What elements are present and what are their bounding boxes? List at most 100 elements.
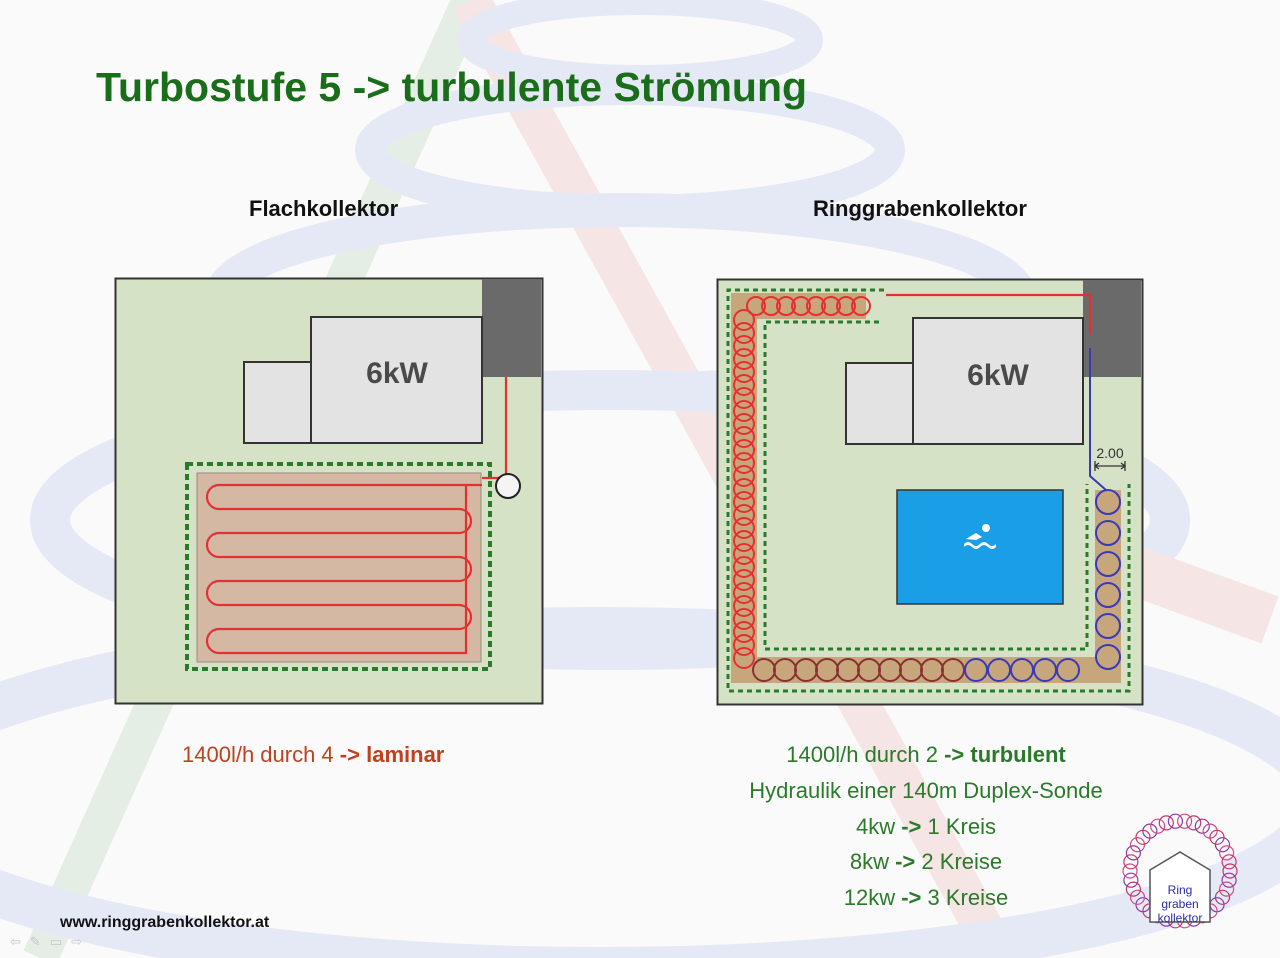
collector-coil: [776, 296, 796, 316]
logo-coil: [1150, 818, 1166, 834]
logo-text-graben: graben: [1161, 897, 1198, 911]
wall-block: [482, 279, 541, 377]
collector-coil: [1095, 644, 1121, 670]
logo-coil: [1123, 872, 1139, 888]
collector-coil: [733, 309, 755, 331]
collector-coil: [733, 569, 755, 591]
collector-coil: [733, 647, 755, 669]
kreise-line-3: 12kw -> 3 Kreise: [700, 885, 1152, 911]
nav-next-icon[interactable]: ⇨: [71, 934, 92, 949]
collector-coil: [806, 296, 826, 316]
left-caption: 1400l/h durch 4 -> laminar: [182, 742, 444, 768]
house-main: [310, 316, 483, 444]
hedge-inner: [763, 320, 1089, 651]
house-annex: [243, 361, 313, 444]
dimension-arrow: [1093, 461, 1127, 471]
right-caption-text: 1400l/h durch 2: [786, 742, 938, 767]
logo-coil: [1122, 863, 1138, 879]
ringgrabenkollektor-diagram: 6kW 2.00: [716, 278, 1144, 706]
logo-coil: [1194, 818, 1210, 834]
collector-coil: [1095, 613, 1121, 639]
logo-coil: [1125, 845, 1141, 861]
collector-coil: [733, 504, 755, 526]
collector-coil: [733, 348, 755, 370]
logo-coil: [1158, 815, 1174, 831]
collector-coil: [761, 296, 781, 316]
logo-coil: [1221, 854, 1237, 870]
swimmer-icon: [964, 524, 996, 549]
collector-coil: [733, 478, 755, 500]
power-label-right: 6kW: [967, 359, 1029, 392]
flachkollektor-diagram: 6kW: [114, 277, 544, 705]
kreise-line-1: 4kw -> 1 Kreis: [700, 814, 1152, 840]
collector-coil: [851, 296, 871, 316]
kreise-power: 8kw: [849, 849, 889, 874]
power-label-left: 6kW: [366, 357, 428, 390]
kreise-arrow: ->: [901, 885, 922, 910]
kreise-result: 2 Kreise: [921, 849, 1003, 874]
collector-coil: [733, 361, 755, 383]
house-main: [912, 317, 1084, 445]
logo-text-kollektor: kollektor: [1158, 911, 1203, 925]
logo-coil: [1167, 813, 1184, 829]
logo-text-ring: Ring: [1168, 883, 1193, 897]
collector-coil: [733, 543, 755, 565]
collector-coil: [733, 322, 755, 344]
hedge-border: [185, 462, 492, 671]
collector-coil: [746, 296, 766, 316]
collector-coil: [733, 582, 755, 604]
logo-coil: [1222, 863, 1238, 879]
collector-coil: [733, 595, 755, 617]
collector-coil: [1095, 520, 1121, 546]
kreise-power: 4kw: [855, 814, 896, 839]
logo-coil: [1129, 889, 1146, 905]
kreise-power: 12kw: [843, 885, 896, 910]
collector-coil: [821, 296, 841, 316]
logo-coil: [1142, 823, 1158, 839]
kreise-arrow: ->: [895, 849, 916, 874]
logo-coil-ring: [1122, 813, 1238, 929]
house-annex: [845, 362, 915, 445]
collector-coil: [1056, 658, 1080, 682]
manifold-shaft: [495, 473, 521, 499]
trench: [731, 293, 1121, 683]
slide-nav-controls: ⇦✎▭⇨: [10, 934, 91, 950]
collector-coil: [733, 374, 755, 396]
dimension-label: 2.00: [1096, 445, 1123, 461]
pipe-blue-line: [1089, 348, 1107, 491]
collector-coil: [733, 621, 755, 643]
logo-coil: [1125, 881, 1141, 897]
hedge-outer: [726, 288, 1131, 693]
nav-prev-icon[interactable]: ⇦: [10, 934, 30, 949]
right-caption-arrow: ->: [944, 742, 965, 767]
collector-coil: [836, 296, 856, 316]
flachkollektor-heading: Flachkollektor: [249, 196, 399, 221]
slides-icon[interactable]: ▭: [49, 934, 72, 949]
collector-coil: [733, 426, 755, 448]
pen-icon[interactable]: ✎: [29, 934, 50, 949]
logo-coil: [1176, 813, 1193, 829]
collector-coil: [733, 452, 755, 474]
collector-coil: [733, 335, 755, 357]
left-caption-arrow: ->: [339, 742, 360, 767]
collector-coil: [733, 491, 755, 513]
kreise-result: 1 Kreis: [927, 814, 997, 839]
logo-coil: [1123, 854, 1139, 870]
logo-coil: [1218, 881, 1235, 897]
collector-coil: [733, 556, 755, 578]
collector-coil: [733, 465, 755, 487]
website-link[interactable]: www.ringgrabenkollektor.at: [60, 914, 270, 931]
slide-title: Turbostufe 5 -> turbulente Strömung: [96, 64, 808, 110]
logo-coil: [1218, 845, 1235, 861]
collector-coil: [733, 608, 755, 630]
collector-coil: [733, 530, 755, 552]
logo-coil: [1214, 837, 1231, 853]
ringgraben-logo: Ring graben kollektor: [1122, 813, 1238, 929]
collector-coil: [791, 296, 811, 316]
collector-coil: [733, 413, 755, 435]
laminar-label: laminar: [366, 742, 445, 767]
logo-coil: [1186, 815, 1202, 831]
collector-coil: [733, 400, 755, 422]
kreise-arrow: ->: [901, 814, 922, 839]
ringgrabenkollektor-heading: Ringgrabenkollektor: [813, 196, 1027, 221]
